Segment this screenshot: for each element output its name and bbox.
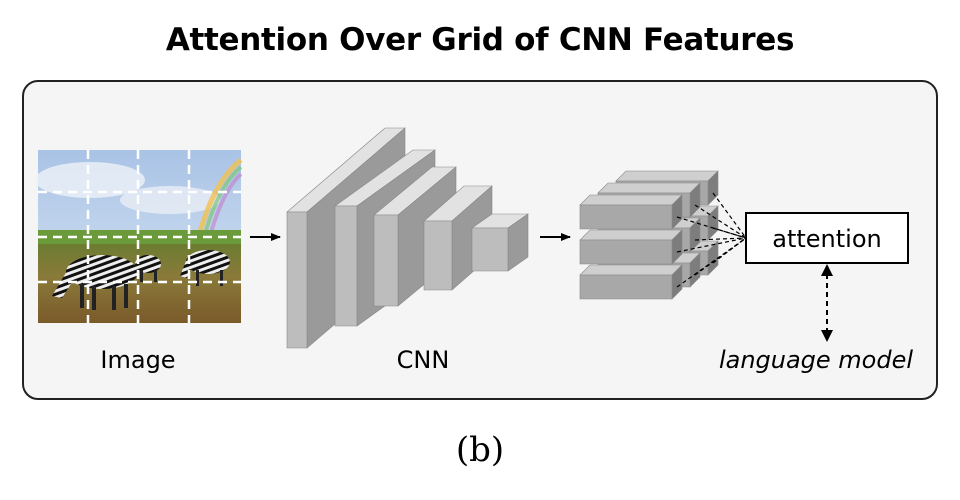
attention-connections xyxy=(676,192,747,288)
attention-connection-line xyxy=(676,237,747,253)
attention-connection-line xyxy=(676,216,747,239)
feature-cell-front xyxy=(579,204,673,230)
cnn-layer-front xyxy=(286,211,308,349)
feature-cell-top xyxy=(579,194,683,206)
feature-cell-front xyxy=(579,274,673,300)
attention-connection-line xyxy=(694,204,747,239)
cnn-label: CNN xyxy=(397,346,450,374)
feature-grid xyxy=(579,170,719,300)
arrowhead-down xyxy=(821,330,833,342)
cnn-layer-front xyxy=(423,220,453,291)
feature-cell-top xyxy=(597,182,701,194)
attention-connection-line xyxy=(712,192,747,239)
feature-cell xyxy=(579,194,683,230)
attention-connection-line xyxy=(694,237,747,276)
attention-label: attention xyxy=(772,225,881,253)
zebra-left xyxy=(52,255,138,310)
cnn-layer-5 xyxy=(471,213,529,272)
language-model-label: language model xyxy=(719,346,913,374)
zebra-middle xyxy=(135,255,161,282)
attention-box xyxy=(745,212,909,264)
feature-cell xyxy=(579,229,683,265)
cnn-layer-front xyxy=(471,227,509,272)
attention-connection-line xyxy=(694,237,747,241)
cnn-layer-front xyxy=(334,205,358,327)
zebra-right xyxy=(180,250,230,286)
feature-cell-front xyxy=(579,239,673,265)
feature-cell-top xyxy=(615,170,719,182)
image-label: Image xyxy=(100,346,175,374)
cnn-layer-front xyxy=(373,214,399,307)
feature-cell xyxy=(579,264,683,300)
feature-cell-top xyxy=(579,229,683,241)
attention-connection-line xyxy=(676,237,747,288)
arrowhead-up xyxy=(821,264,833,276)
input-image xyxy=(35,150,243,323)
diagram-title: Attention Over Grid of CNN Features xyxy=(165,22,795,58)
cnn-blocks xyxy=(286,127,529,349)
figure-caption: (b) xyxy=(455,430,505,470)
image-grid-lines xyxy=(38,150,241,323)
feature-cell-top xyxy=(579,264,683,276)
